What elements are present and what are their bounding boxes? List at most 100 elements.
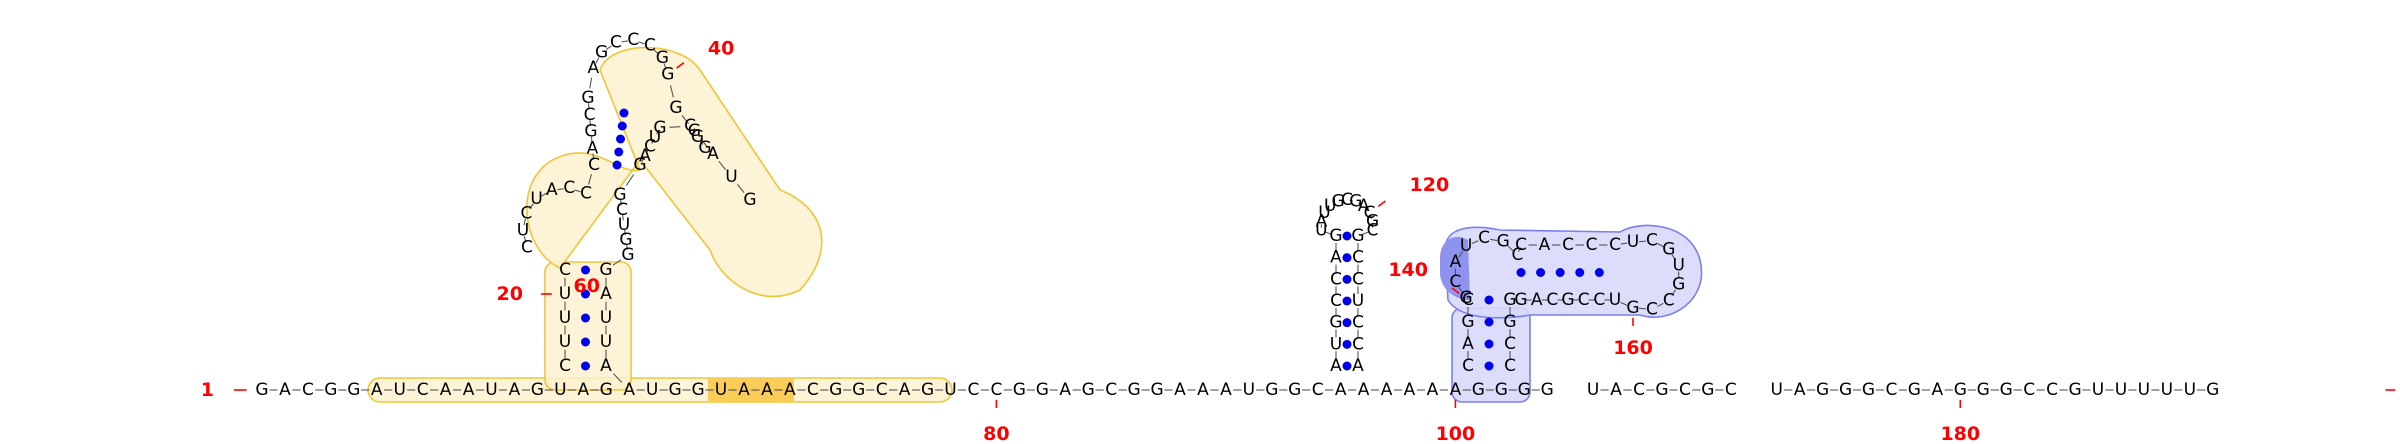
nucleotide: G bbox=[600, 380, 613, 400]
backbone-link bbox=[621, 40, 628, 43]
nucleotide: G bbox=[921, 380, 934, 400]
backbone-link bbox=[699, 138, 708, 147]
base-pair-dot bbox=[1536, 268, 1546, 277]
backbone-link bbox=[1518, 248, 1521, 252]
backbone-link bbox=[529, 203, 534, 210]
base-pair-dot bbox=[616, 134, 625, 144]
nucleotide: G bbox=[656, 48, 669, 68]
nucleotide: G bbox=[1351, 226, 1364, 246]
backbone-link bbox=[681, 115, 690, 124]
nucleotide: A bbox=[1450, 380, 1462, 400]
base-pair-dot bbox=[612, 160, 622, 170]
backbone-link bbox=[1458, 250, 1464, 258]
backbone-link bbox=[669, 126, 681, 128]
nucleotide: G bbox=[852, 380, 865, 400]
nucleotide: U bbox=[715, 380, 727, 400]
nucleotide: G bbox=[595, 43, 608, 63]
nucleotide: G bbox=[691, 380, 704, 400]
nucleotide: A bbox=[639, 146, 651, 166]
backbone-link bbox=[590, 136, 593, 143]
backbone-link bbox=[574, 189, 581, 193]
backbone-link bbox=[620, 199, 622, 206]
nucleotide: C bbox=[876, 380, 888, 400]
nucleotide: G bbox=[1461, 312, 1474, 332]
base-pair-dot bbox=[1342, 361, 1352, 371]
nucleotide: U bbox=[1243, 380, 1255, 400]
nucleotide: A bbox=[1427, 380, 1439, 400]
backbone-link bbox=[1490, 238, 1498, 242]
nucleotide: U bbox=[2115, 380, 2127, 400]
nucleotide: C bbox=[1449, 272, 1461, 292]
backbone-link bbox=[1620, 242, 1628, 245]
backbone-link bbox=[1639, 307, 1646, 310]
nucleotide: U bbox=[2092, 380, 2104, 400]
nucleotide: C bbox=[1341, 190, 1353, 210]
nucleotide: G bbox=[1150, 380, 1163, 400]
nucleotide: G bbox=[621, 245, 634, 265]
nucleotide: A bbox=[1794, 380, 1806, 400]
backbone-link bbox=[1657, 242, 1664, 248]
nucleotide: G bbox=[2000, 380, 2013, 400]
nucleotide: G bbox=[1036, 380, 1049, 400]
nucleotide: G bbox=[584, 122, 597, 142]
nucleotide: A bbox=[707, 144, 719, 164]
nucleotide: A bbox=[1462, 334, 1474, 354]
nucleotide: A bbox=[509, 380, 521, 400]
nucleotide: A bbox=[1531, 290, 1543, 310]
nucleotide: U bbox=[1627, 232, 1639, 252]
nucleotide: A bbox=[600, 284, 612, 304]
nucleotide: A bbox=[1197, 380, 1209, 400]
nucleotide: G bbox=[669, 98, 682, 118]
nucleotide: A bbox=[371, 380, 383, 400]
nucleotide: A bbox=[463, 380, 475, 400]
nucleotide: C bbox=[1504, 334, 1516, 354]
nucleotide: C bbox=[1578, 290, 1590, 310]
position-labels: 120406080100120140160180198 bbox=[201, 38, 2396, 444]
base-pair-dot bbox=[1594, 268, 1604, 277]
nucleotide: U bbox=[559, 332, 571, 352]
nucleotide: G bbox=[1626, 298, 1639, 318]
nucleotide: U bbox=[1315, 221, 1327, 241]
nucleotide: U bbox=[559, 308, 571, 328]
nucleotide: G bbox=[1495, 380, 1508, 400]
nucleotide: G bbox=[1701, 380, 1714, 400]
backbone-link bbox=[612, 259, 622, 266]
nucleotide: G bbox=[1332, 192, 1345, 212]
nucleotide: G bbox=[1839, 380, 1852, 400]
backbone-link bbox=[1369, 215, 1373, 219]
base-pair-dot bbox=[619, 108, 629, 118]
nucleotide: C bbox=[584, 105, 596, 125]
nucleotide: U bbox=[1609, 290, 1621, 310]
backbone-link bbox=[1471, 240, 1479, 244]
nucleotide: C bbox=[1105, 380, 1117, 400]
nucleotide: U bbox=[1460, 236, 1472, 256]
nucleotide: A bbox=[784, 380, 796, 400]
nucleotide: G bbox=[653, 118, 666, 138]
backbone-link bbox=[626, 244, 628, 251]
nucleotide: G bbox=[1672, 274, 1685, 294]
nucleotide: G bbox=[1082, 380, 1095, 400]
nucleotide: C bbox=[644, 137, 656, 157]
nucleotide: U bbox=[944, 380, 956, 400]
backbone-link bbox=[622, 214, 624, 221]
position-label: 120 bbox=[1410, 174, 1450, 196]
backbone-link bbox=[718, 161, 727, 170]
nucleotide: C bbox=[968, 380, 980, 400]
base-pair-dot bbox=[581, 265, 590, 275]
nucleotide: G bbox=[698, 138, 711, 158]
nucleotide: U bbox=[393, 380, 405, 400]
base-pair-dot bbox=[581, 337, 590, 347]
position-label: 100 bbox=[1436, 423, 1476, 444]
backbone-link bbox=[1657, 302, 1664, 308]
nucleotide: U bbox=[646, 380, 658, 400]
position-tick bbox=[1451, 287, 1460, 295]
nucleotide: C bbox=[1633, 380, 1645, 400]
nucleotide: C bbox=[1352, 313, 1364, 333]
nucleotide: G bbox=[1862, 380, 1875, 400]
nucleotide: A bbox=[1381, 380, 1393, 400]
nucleotide: G bbox=[743, 190, 756, 210]
nucleotide: A bbox=[1450, 252, 1462, 272]
nucleotide: C bbox=[1646, 299, 1658, 319]
position-label: 20 bbox=[497, 283, 523, 305]
backbone-link bbox=[1458, 286, 1464, 294]
